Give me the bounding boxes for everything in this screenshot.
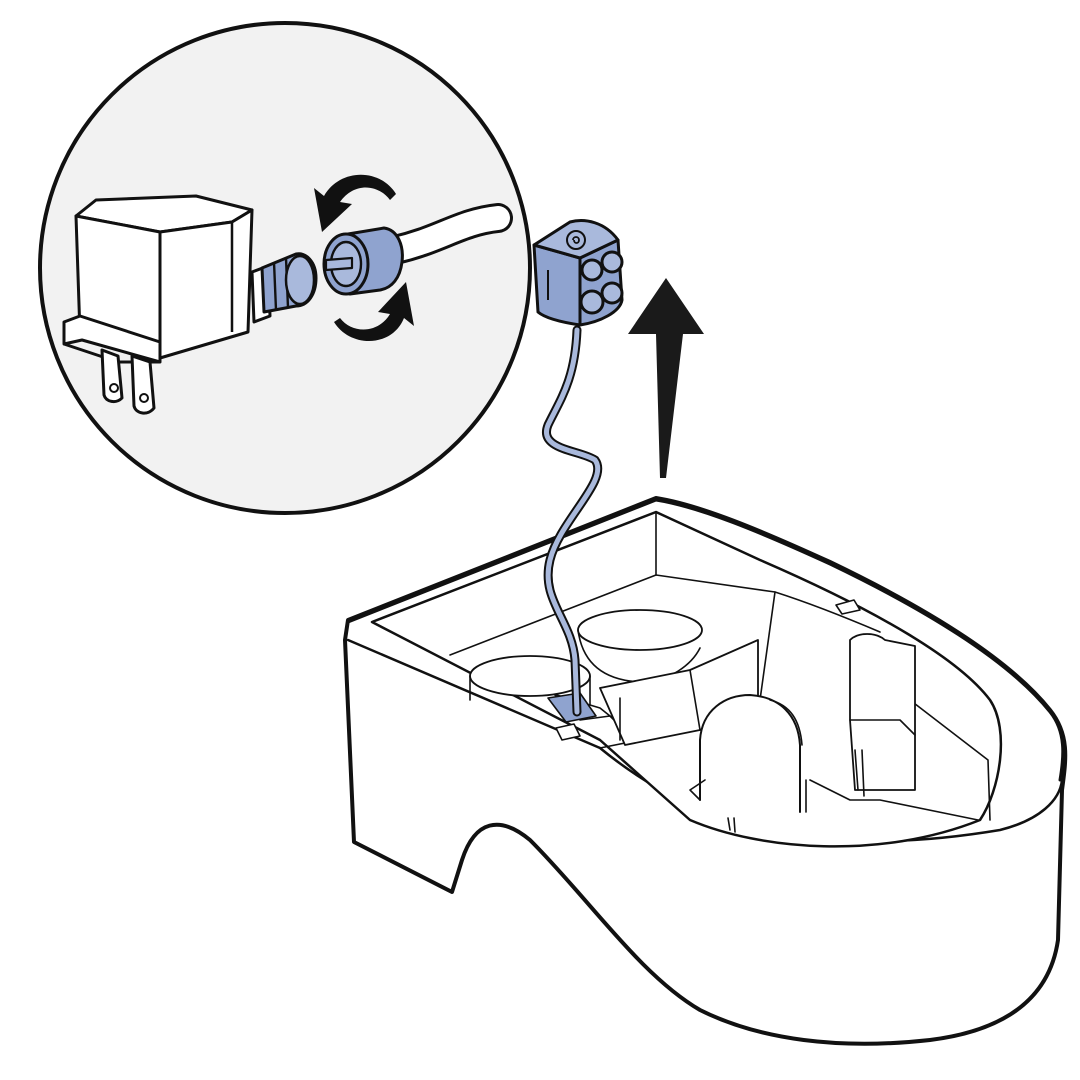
pump-cord [542, 325, 603, 717]
pump-logo-icon [566, 230, 586, 250]
pump-intake-3 [579, 289, 605, 315]
pump-unit [532, 219, 624, 327]
pump-body-top [532, 219, 620, 260]
twist-arrow-top [314, 174, 396, 232]
adapter-prong-2 [130, 354, 156, 415]
power-adapter [62, 194, 318, 415]
base-slot-right [835, 599, 861, 615]
twist-arrow-bottom [334, 282, 414, 342]
twist-arrows-icon [314, 174, 414, 342]
adapter-prong-1 [100, 348, 124, 404]
fountain-base [343, 496, 1068, 1046]
inset-cord [380, 203, 513, 265]
cord-channel [547, 692, 597, 723]
connector-pin [324, 256, 354, 272]
base-slot-front [555, 723, 581, 741]
cord-connector [322, 226, 404, 296]
pump-intake-2 [600, 250, 624, 274]
base-well-center [577, 609, 703, 651]
detail-inset [38, 21, 532, 515]
base-inner-arch [699, 694, 801, 813]
adapter-side [158, 208, 254, 360]
base-right-compartment [849, 633, 916, 791]
base-well-left-wall [469, 675, 591, 706]
lift-up-arrow-icon [628, 278, 704, 478]
pump-intake-4 [600, 281, 624, 305]
pump-intake-1 [580, 258, 604, 282]
